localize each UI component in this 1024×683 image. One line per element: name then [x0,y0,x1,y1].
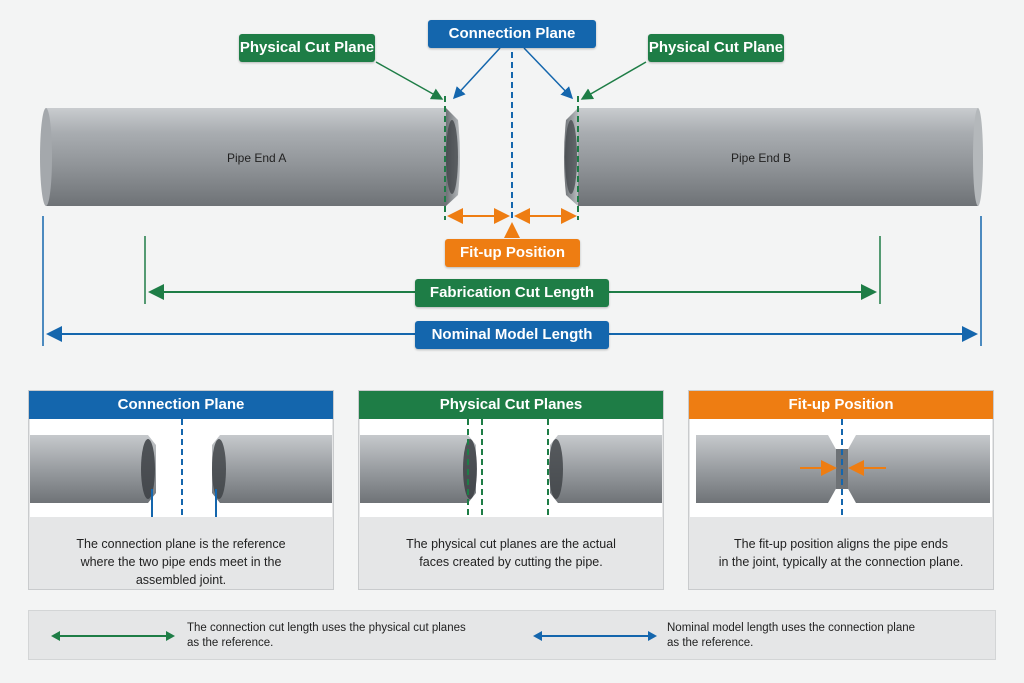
pipe-a-label: Pipe End A [227,151,287,165]
text-line: as the reference. [667,637,754,649]
text-line: where the two pipe ends meet in the [80,555,282,569]
panel-physical-cut-planes: Physical Cut Planes The physical cut pla… [358,390,664,590]
text-line: assembled joint. [135,573,227,587]
pipe-end-a [40,108,460,206]
legend-bar: The connection cut length uses the physi… [28,610,996,660]
connection-plane-tag: Connection Plane [428,20,596,48]
pipe-diagram [40,47,983,346]
panel-connection-plane-illustration [30,419,332,517]
panel-connection-plane-title: Connection Plane [29,391,333,419]
connection-plane-leader-left [452,47,501,100]
text-line: The connection cut length uses the physi… [187,622,466,634]
panel-connection-plane: Connection Plane The connection plane is… [28,390,334,590]
text-line: faces created by cutting the pipe. [419,555,603,569]
legend-blue-text: Nominal model length uses the connection… [667,621,915,651]
panel-fitup-position-title: Fit-up Position [689,391,993,419]
pipe-end-b [564,108,983,206]
text-line: in the joint, typically at the connectio… [718,555,964,569]
physical-cut-left-leader [375,61,444,100]
double-headed-arrow-blue-icon [533,631,657,641]
panel-fitup-position-illustration [690,419,992,517]
fitup-position-tag: Fit-up Position [445,239,580,267]
legend-green-text: The connection cut length uses the physi… [187,621,466,651]
double-headed-arrow-green-icon [51,631,175,641]
panel-physical-cut-planes-illustration [360,419,662,517]
fabrication-cut-length-tag: Fabrication Cut Length [415,279,609,307]
text-line: Nominal model length uses the connection… [667,622,916,634]
text-line: The physical cut planes are the actual [406,537,616,551]
physical-cut-plane-left-tag: Physical Cut Plane [239,34,375,62]
panel-fitup-position: Fit-up Position The fit-up position alig… [688,390,994,590]
nominal-model-length-tag: Nominal Model Length [415,321,609,349]
panel-physical-cut-planes-text: The physical cut planes are the actual f… [367,535,655,571]
text-line: as the reference. [187,637,274,649]
pipe-b-label: Pipe End B [731,151,792,165]
panel-fitup-position-text: The fit-up position aligns the pipe ends… [697,535,985,571]
text-line: The fit-up position aligns the pipe ends [733,537,949,551]
panel-physical-cut-planes-title: Physical Cut Planes [359,391,663,419]
text-line: The connection plane is the reference [76,537,286,551]
physical-cut-right-leader [580,61,647,100]
panel-connection-plane-text: The connection plane is the reference wh… [37,535,325,589]
physical-cut-plane-right-tag: Physical Cut Plane [648,34,784,62]
connection-plane-leader-right [523,47,574,100]
